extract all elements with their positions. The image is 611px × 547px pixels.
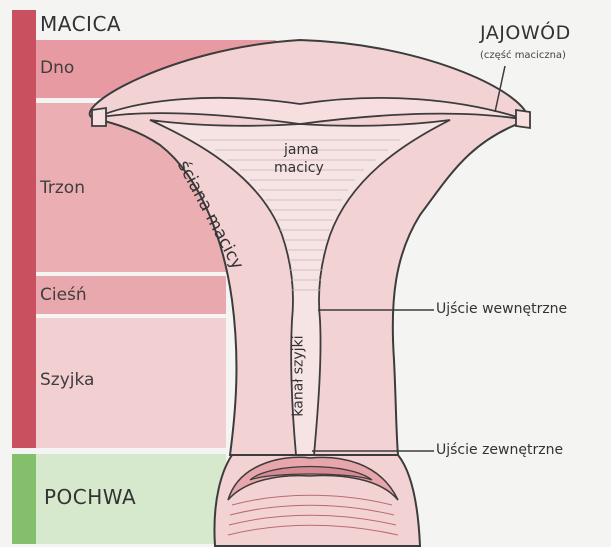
cavity-label-line2: macicy (274, 160, 324, 176)
region-label-trzon: Trzon (40, 178, 85, 198)
vagina-bar (12, 454, 36, 544)
vagina-heading: POCHWA (44, 485, 136, 509)
region-label-dno: Dno (40, 58, 74, 78)
uterus-bar (12, 10, 36, 448)
external-os-label: Ujście zewnętrzne (436, 442, 563, 458)
region-label-ciesn: Cieśń (40, 285, 87, 305)
uterus-heading: MACICA (40, 12, 121, 36)
internal-os-label: Ujście wewnętrzne (436, 301, 567, 317)
cavity-label-line1: jama (284, 142, 319, 158)
tube-label: JAJOWÓD (480, 22, 571, 44)
region-label-szyjka: Szyjka (40, 370, 94, 390)
tube-left-end (92, 108, 106, 126)
tube-right-end (516, 110, 530, 128)
canal-label: kanał szyjki (291, 335, 307, 416)
tube-sublabel: (część maciczna) (480, 50, 566, 61)
